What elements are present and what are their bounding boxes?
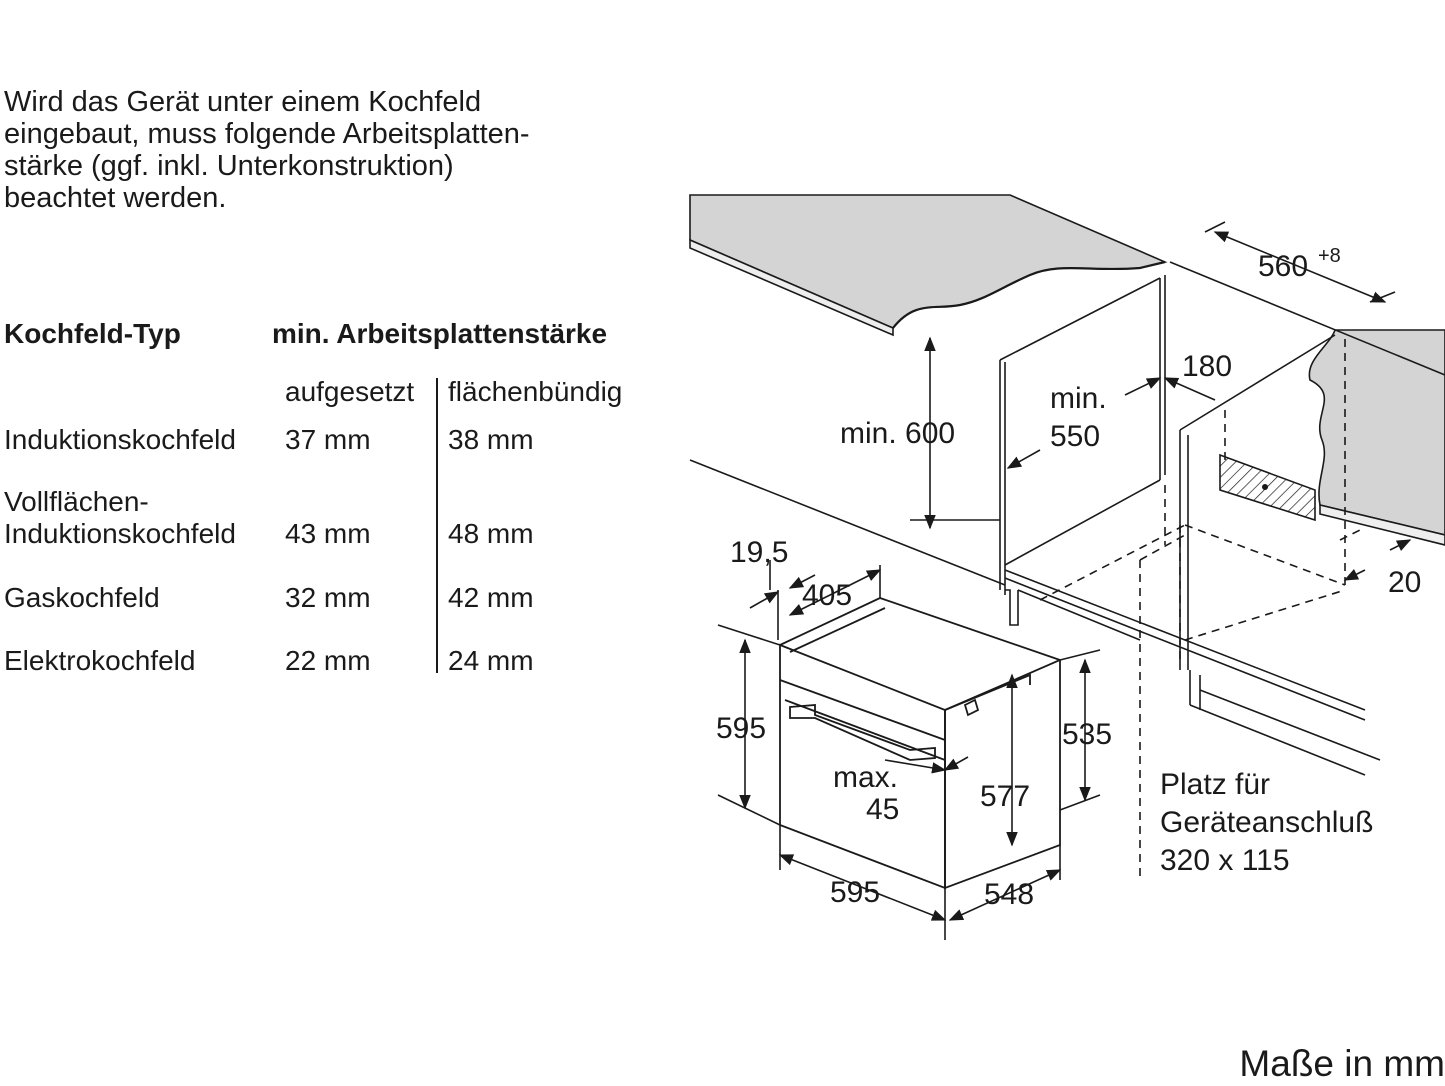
dim-height-595: 595 [716,712,766,745]
row-flaechenbuendig: 24 mm [448,645,534,676]
dim-gap-20: 20 [1388,566,1421,599]
oven-appliance [779,597,1063,890]
table-row: Induktionskochfeld 37 mm 38 mm [0,424,660,456]
dim-inner-405: 405 [802,579,852,612]
subheader-flaechenbuendig: flächenbündig [448,376,623,407]
worktop-right [1169,261,1445,546]
dimension-lines [717,221,1412,940]
connection-label-2: Geräteanschluß [1160,806,1373,839]
dim-max-label: max. [833,761,898,794]
dim-min-depth-value: 550 [1050,420,1100,453]
row-type: Elektrokochfeld [4,645,196,676]
hidden-lines [1039,338,1361,880]
units-label: Maße in mm [1239,1043,1445,1084]
table-row: Gaskochfeld 32 mm 42 mm [0,582,660,614]
row-flaechenbuendig: 48 mm [448,518,534,549]
row-aufgesetzt: 32 mm [285,582,371,613]
cabinet-structure [689,275,1381,776]
dim-width-595: 595 [830,876,880,909]
row-type: Vollflächen- Induktionskochfeld [4,486,236,549]
table-header-type: Kochfeld-Typ [4,318,181,349]
row-aufgesetzt: 43 mm [285,518,371,549]
table-column-divider [436,378,438,673]
dim-vent-180: 180 [1182,350,1232,383]
table-header-min-thickness: min. Arbeitsplattenstärke [272,318,608,349]
row-type: Induktionskochfeld [4,424,236,455]
intro-text: Wird das Gerät unter einem Kochfeld eing… [4,86,530,214]
table-row: Vollflächen- Induktionskochfeld 43 mm 48… [0,486,660,550]
connection-label-3: 320 x 115 [1160,844,1290,877]
dim-front-19-5: 19,5 [730,536,788,569]
dim-min-height: min. 600 [840,417,955,450]
row-aufgesetzt: 37 mm [285,424,371,455]
dim-niche-width: 560 [1258,250,1308,283]
dim-depth-548: 548 [984,878,1034,911]
row-flaechenbuendig: 42 mm [448,582,534,613]
row-flaechenbuendig: 38 mm [448,424,534,455]
table-row: Elektrokochfeld 22 mm 24 mm [0,645,660,677]
dim-min-depth-label: min. [1050,382,1107,415]
connection-area [1219,453,1316,522]
dim-height-535: 535 [1062,718,1112,751]
connection-label-1: Platz für [1160,768,1270,801]
row-type: Gaskochfeld [4,582,160,613]
subheader-aufgesetzt: aufgesetzt [285,376,415,407]
row-aufgesetzt: 22 mm [285,645,371,676]
dim-niche-width-tolerance: +8 [1318,245,1341,267]
dim-height-577: 577 [980,780,1030,813]
dim-max-45: 45 [866,793,899,826]
worktop-left [689,194,1168,337]
